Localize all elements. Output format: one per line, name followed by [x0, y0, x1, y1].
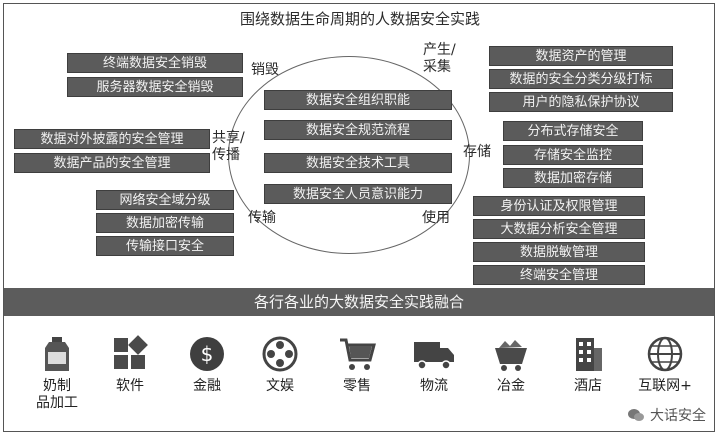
industry-finance: $ 金融	[172, 334, 242, 395]
industry-label: 奶制 品加工	[36, 378, 78, 411]
chat-bubble-icon	[628, 409, 644, 421]
ore-cart-icon	[495, 340, 527, 371]
svg-text:$: $	[201, 342, 214, 366]
industry-hotel: 酒店	[553, 334, 623, 395]
stage-share: 共享/ 传播	[212, 130, 245, 163]
destroy-item: 终端数据安全销毁	[67, 53, 243, 73]
stage-use: 使用	[422, 210, 450, 226]
industry-label: 金融	[193, 378, 221, 394]
dollar-coin-icon: $	[190, 337, 224, 371]
industry-label: 互联网+	[638, 378, 692, 394]
use-item: 终端安全管理	[473, 265, 645, 285]
center-item: 数据安全人员意识能力	[264, 184, 452, 204]
truck-icon	[414, 342, 454, 370]
software-blocks-icon	[114, 335, 148, 369]
watermark: 大话安全	[628, 405, 706, 425]
watermark-text: 大话安全	[650, 408, 706, 424]
store-item: 存储安全监控	[503, 145, 643, 165]
industry-band: 各行各业的大数据安全实践融合	[4, 288, 714, 316]
stage-transfer: 传输	[248, 210, 276, 226]
center-item: 数据安全规范流程	[264, 120, 452, 140]
share-item: 数据产品的安全管理	[14, 153, 210, 173]
industry-software: 软件	[95, 334, 165, 395]
transfer-item: 数据加密传输	[96, 213, 234, 233]
center-item: 数据安全组织职能	[264, 90, 452, 110]
stage-produce: 产生/ 采集	[423, 42, 456, 75]
industry-label: 冶金	[497, 378, 525, 394]
destroy-item: 服务器数据安全销毁	[67, 77, 243, 97]
transfer-item: 传输接口安全	[96, 236, 234, 256]
use-item: 身份认证及权限管理	[473, 196, 645, 216]
industry-entertainment: 文娱	[245, 334, 315, 395]
diagram-title: 围绕数据生命周期的人数据安全实践	[239, 10, 480, 28]
produce-item: 数据的安全分类分级打标	[489, 69, 673, 89]
lifecycle-ellipse	[228, 56, 470, 254]
use-item: 数据脱敏管理	[473, 242, 645, 262]
industry-label: 零售	[343, 378, 371, 394]
produce-item: 数据资产的管理	[489, 46, 673, 66]
industry-logistics: 物流	[399, 334, 469, 395]
industry-label: 文娱	[266, 378, 294, 394]
stage-store: 存储	[463, 144, 491, 160]
transfer-item: 网络安全域分级	[96, 190, 234, 210]
store-item: 分布式存储安全	[503, 121, 643, 141]
milk-can-icon	[45, 337, 69, 371]
diagram-frame	[3, 3, 715, 432]
stage-destroy: 销毁	[251, 62, 279, 78]
industry-dairy: 奶制 品加工	[22, 334, 92, 412]
hotel-building-icon	[576, 338, 602, 371]
industry-retail: 零售	[322, 334, 392, 395]
globe-icon	[647, 336, 683, 372]
produce-item: 用户的隐私保护协议	[489, 92, 673, 112]
industry-internet-plus: 互联网+	[630, 334, 700, 395]
industry-label: 酒店	[574, 378, 602, 394]
share-item: 数据对外披露的安全管理	[14, 129, 210, 149]
store-item: 数据加密存储	[503, 168, 643, 188]
shopping-cart-icon	[340, 338, 376, 370]
industry-label: 物流	[420, 378, 448, 394]
film-reel-icon	[262, 336, 298, 372]
industry-metallurgy: 冶金	[476, 334, 546, 395]
center-item: 数据安全技术工具	[264, 153, 452, 173]
industry-label: 软件	[116, 378, 144, 394]
use-item: 大数据分析安全管理	[473, 219, 645, 239]
